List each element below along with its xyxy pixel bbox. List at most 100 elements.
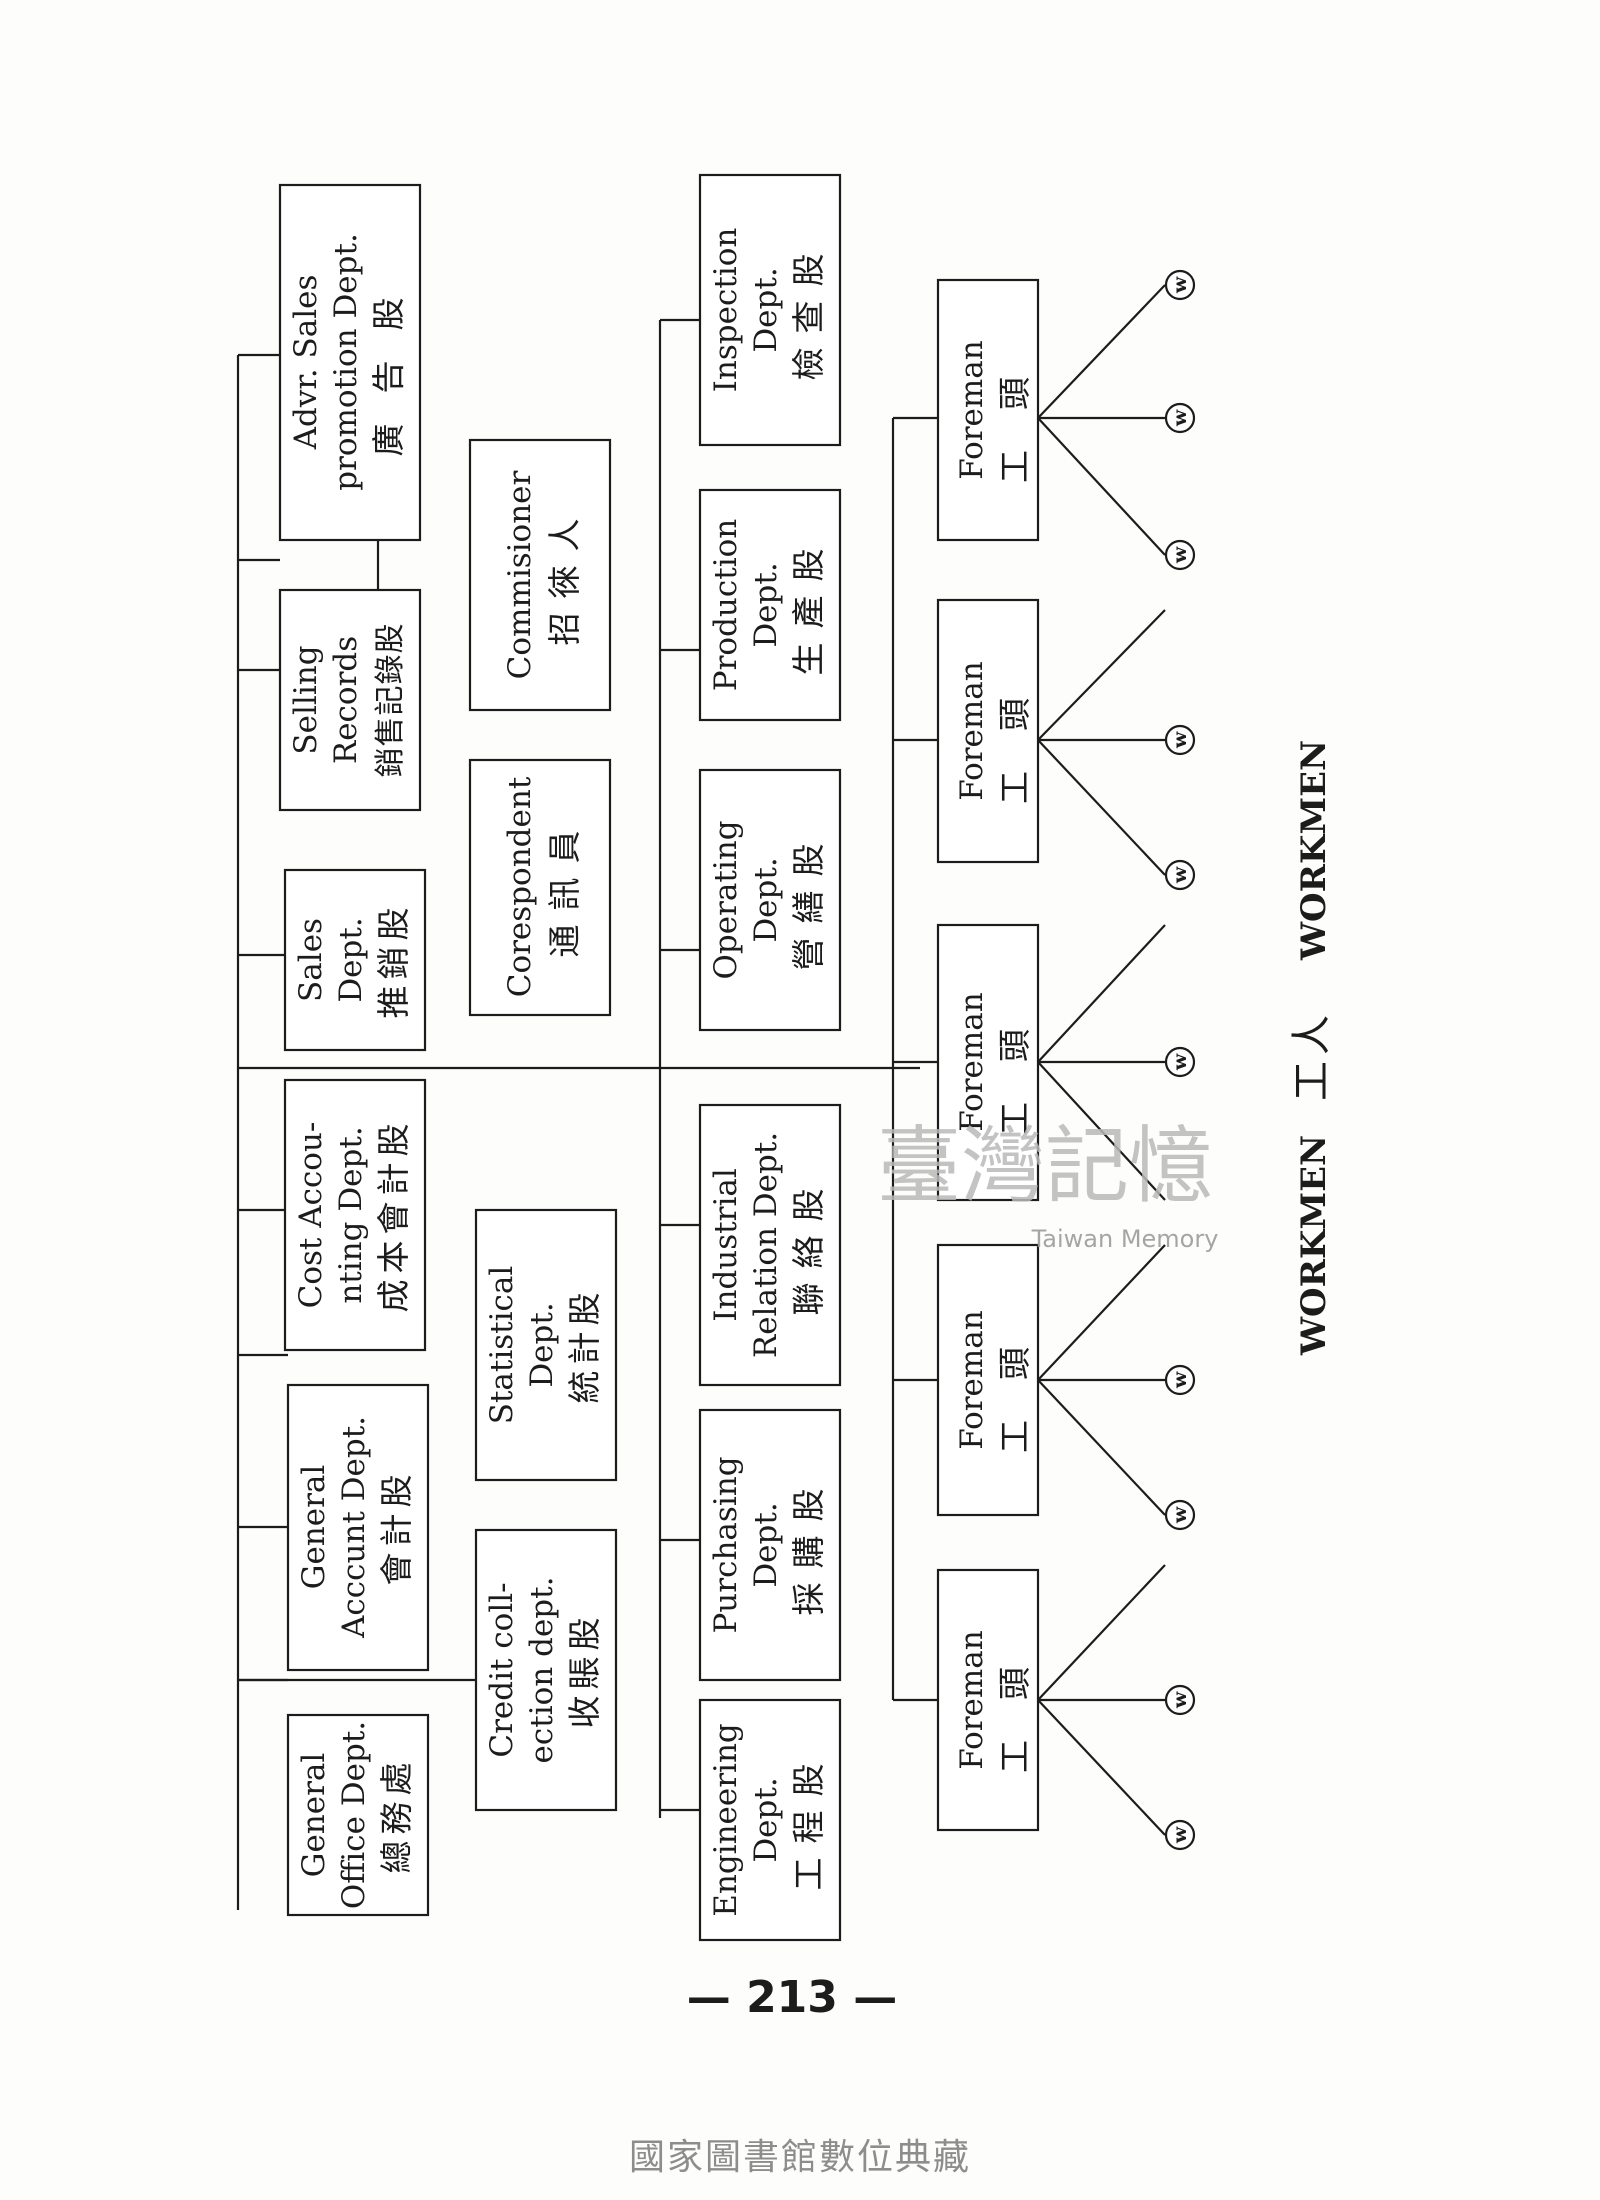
svg-text:收賬股: 收賬股 (565, 1612, 604, 1729)
svg-text:銷售記錄股: 銷售記錄股 (373, 623, 408, 778)
svg-text:Dept.: Dept. (748, 1777, 784, 1862)
svg-text:Acccunt Dept.: Acccunt Dept. (336, 1416, 372, 1639)
box-industrial-relation (698, 1103, 842, 1387)
label-selling-records: Selling Records 銷售記錄股 (288, 623, 408, 778)
svg-text:Dept.: Dept. (748, 267, 784, 352)
svg-text:Operating: Operating (708, 820, 744, 979)
svg-text:工頭: 工頭 (995, 1307, 1034, 1453)
svg-text:w: w (1169, 1053, 1191, 1071)
box-purchasing (698, 1408, 842, 1682)
svg-text:Dept.: Dept. (748, 1502, 784, 1587)
svg-text:Industrial: Industrial (708, 1168, 744, 1322)
svg-text:工頭: 工頭 (995, 1627, 1034, 1773)
box-production (698, 488, 842, 722)
svg-text:工頭: 工頭 (995, 337, 1034, 483)
worker-markers: w w w w w w w w w w (1164, 269, 1196, 1851)
label-foreman-4: Foreman 工頭 (954, 1307, 1034, 1453)
label-industrial-relation: Industrial Relation Dept. 聯絡股 (708, 1132, 828, 1358)
svg-text:w: w (1169, 546, 1191, 564)
worker-marker: w (1164, 859, 1196, 891)
svg-text:Selling: Selling (288, 645, 324, 754)
svg-text:推銷股: 推銷股 (374, 902, 413, 1019)
svg-text:招徠人: 招徠人 (545, 505, 584, 646)
label-corespondent: Corespondent 通訊員 (502, 776, 584, 997)
label-foreman-1: Foreman 工頭 (954, 337, 1034, 483)
label-commisioner: Commisioner 招徠人 (502, 470, 584, 679)
svg-text:w: w (1169, 1506, 1191, 1524)
watermark: 臺灣記憶 Taiwan Memory (877, 1117, 1218, 1253)
svg-text:Credit coll-: Credit coll- (484, 1582, 520, 1757)
svg-text:成本會計股: 成本會計股 (374, 1118, 413, 1313)
svg-text:Dept.: Dept. (524, 1302, 560, 1387)
svg-text:w: w (1169, 866, 1191, 884)
box-advr-sales-promotion (278, 183, 422, 542)
workmen-label-left: WORKMEN (1294, 1135, 1334, 1356)
label-foreman-5: Foreman 工頭 (954, 1627, 1034, 1773)
svg-text:Production: Production (708, 519, 744, 692)
svg-text:Advr. Sales: Advr. Sales (288, 275, 324, 451)
svg-text:General: General (296, 1753, 332, 1878)
worker-marker: w (1164, 402, 1196, 434)
box-operating (698, 768, 842, 1032)
label-operating: Operating Dept. 營繕股 (708, 820, 828, 979)
svg-text:Engineering: Engineering (708, 1723, 744, 1917)
svg-text:Foreman: Foreman (954, 661, 990, 801)
svg-text:會計股: 會計股 (377, 1469, 416, 1586)
svg-text:promotion Dept.: promotion Dept. (328, 233, 364, 491)
worker-marker: w (1164, 1046, 1196, 1078)
watermark-subtitle: Taiwan Memory (1031, 1225, 1219, 1253)
svg-text:營繕股: 營繕股 (789, 830, 828, 971)
svg-text:聯絡股: 聯絡股 (789, 1175, 828, 1316)
box-foreman-3 (936, 923, 1040, 1202)
label-cost-accounting: Cost Accou- nting Dept. 成本會計股 (293, 1118, 413, 1313)
worker-marker: w (1164, 1499, 1196, 1531)
svg-text:Office Dept.: Office Dept. (336, 1721, 372, 1909)
label-credit-collection: Credit coll- ection dept. 收賬股 (484, 1577, 604, 1764)
box-foreman-1 (936, 278, 1040, 542)
svg-text:w: w (1169, 1826, 1191, 1844)
label-advr-sales-promotion: Advr. Sales promotion Dept. 廣告股 (288, 233, 408, 491)
label-general-account: General Acccunt Dept. 會計股 (296, 1416, 416, 1639)
watermark-title: 臺灣記憶 (877, 1117, 1213, 1215)
box-credit-collection (474, 1528, 618, 1812)
svg-text:Sales: Sales (293, 918, 329, 1002)
svg-text:Dept.: Dept. (333, 917, 369, 1002)
worker-marker: w (1164, 1684, 1196, 1716)
svg-text:Statistical: Statistical (484, 1266, 520, 1425)
svg-text:檢查股: 檢查股 (789, 240, 828, 381)
svg-text:Inspection: Inspection (708, 228, 744, 393)
svg-text:w: w (1169, 276, 1191, 294)
svg-text:Foreman: Foreman (954, 1310, 990, 1450)
svg-text:Relation Dept.: Relation Dept. (748, 1132, 784, 1358)
box-general-office (286, 1713, 430, 1917)
label-foreman-2: Foreman 工頭 (954, 658, 1034, 804)
workmen-labels: WORKMEN WORKMEN 工人 (1289, 740, 1335, 1356)
svg-text:Cost Accou-: Cost Accou- (293, 1122, 329, 1309)
worker-marker: w (1164, 539, 1196, 571)
label-inspection: Inspection Dept. 檢查股 (708, 228, 828, 393)
svg-text:工頭: 工頭 (995, 989, 1034, 1135)
svg-text:General: General (296, 1465, 332, 1590)
box-general-account (286, 1383, 430, 1672)
svg-text:w: w (1169, 1371, 1191, 1389)
archive-footer: 國家圖書館數位典藏 (628, 2137, 971, 2178)
svg-text:統計股: 統計股 (565, 1287, 604, 1404)
department-labels: General Office Dept. 總務處 General Acccunt… (288, 228, 828, 1917)
svg-text:Purchasing: Purchasing (708, 1456, 744, 1633)
workmen-label-right: WORKMEN (1294, 740, 1334, 961)
svg-text:廣告股: 廣告股 (369, 268, 408, 457)
foreman-labels: Foreman 工頭 Foreman 工頭 Foreman 工頭 Foreman… (954, 337, 1034, 1773)
worker-marker: w (1164, 269, 1196, 301)
box-foreman-2 (936, 598, 1040, 864)
svg-text:Foreman: Foreman (954, 340, 990, 480)
connector-lines (236, 284, 1166, 1910)
label-statistical: Statistical Dept. 統計股 (484, 1266, 604, 1425)
label-engineering: Engineering Dept. 工程股 (708, 1723, 828, 1917)
svg-text:w: w (1169, 409, 1191, 427)
box-foreman-5 (936, 1568, 1040, 1832)
label-general-office: General Office Dept. 總務處 (296, 1721, 416, 1909)
svg-text:Foreman: Foreman (954, 992, 990, 1132)
label-purchasing: Purchasing Dept. 採購股 (708, 1456, 828, 1633)
svg-text:Foreman: Foreman (954, 1630, 990, 1770)
